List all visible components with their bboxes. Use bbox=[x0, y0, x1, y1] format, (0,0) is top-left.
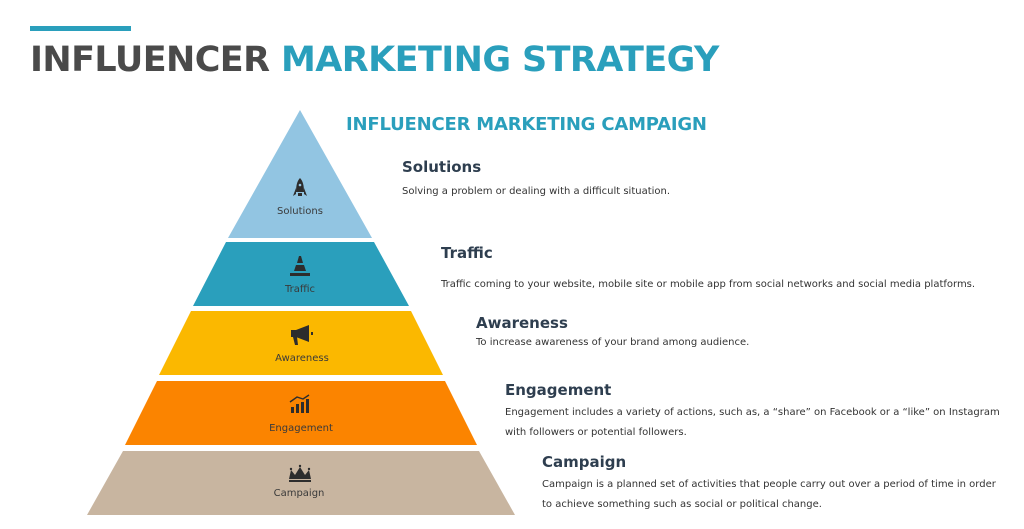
description-text: Engagement includes a variety of actions… bbox=[505, 407, 1000, 438]
title-accent-bar bbox=[30, 26, 131, 31]
description-heading: Engagement bbox=[505, 381, 612, 399]
tier-label-engagement: Engagement bbox=[269, 423, 333, 434]
description-solutions: Solutions Solving a problem or dealing w… bbox=[402, 158, 962, 202]
page-title-part1: INFLUENCER bbox=[30, 40, 270, 80]
tier-solutions-shape bbox=[228, 110, 372, 238]
page-title-part2: MARKETING STRATEGY bbox=[281, 40, 719, 80]
description-text: Campaign is a planned set of activities … bbox=[542, 479, 996, 510]
description-heading: Solutions bbox=[402, 158, 482, 176]
diagram-subtitle: INFLUENCER MARKETING CAMPAIGN bbox=[346, 114, 707, 135]
description-heading: Awareness bbox=[476, 314, 568, 332]
description-text: Traffic coming to your website, mobile s… bbox=[441, 279, 976, 290]
description-heading: Campaign bbox=[542, 453, 627, 471]
tier-label-solutions: Solutions bbox=[277, 206, 323, 217]
description-engagement: Engagement Engagement includes a variety… bbox=[505, 381, 1005, 443]
tier-campaign-shape bbox=[87, 451, 515, 515]
description-campaign: Campaign Campaign is a planned set of ac… bbox=[542, 453, 1002, 515]
tier-label-traffic: Traffic bbox=[284, 284, 315, 295]
megaphone-icon bbox=[291, 325, 313, 345]
crown-icon bbox=[289, 464, 311, 482]
description-text: To increase awareness of your brand amon… bbox=[476, 337, 750, 348]
description-traffic: Traffic Traffic coming to your website, … bbox=[441, 244, 1011, 295]
growth-chart-icon bbox=[289, 394, 310, 413]
description-heading: Traffic bbox=[441, 244, 493, 262]
rocket-icon bbox=[293, 178, 307, 196]
tier-awareness-shape bbox=[159, 311, 443, 375]
description-awareness: Awareness To increase awareness of your … bbox=[476, 314, 996, 353]
traffic-cone-icon bbox=[290, 256, 310, 276]
description-text: Solving a problem or dealing with a diff… bbox=[402, 186, 671, 197]
page-title: INFLUENCER MARKETING STRATEGY bbox=[30, 38, 719, 82]
tier-label-campaign: Campaign bbox=[274, 488, 325, 499]
tier-label-awareness: Awareness bbox=[275, 353, 329, 364]
